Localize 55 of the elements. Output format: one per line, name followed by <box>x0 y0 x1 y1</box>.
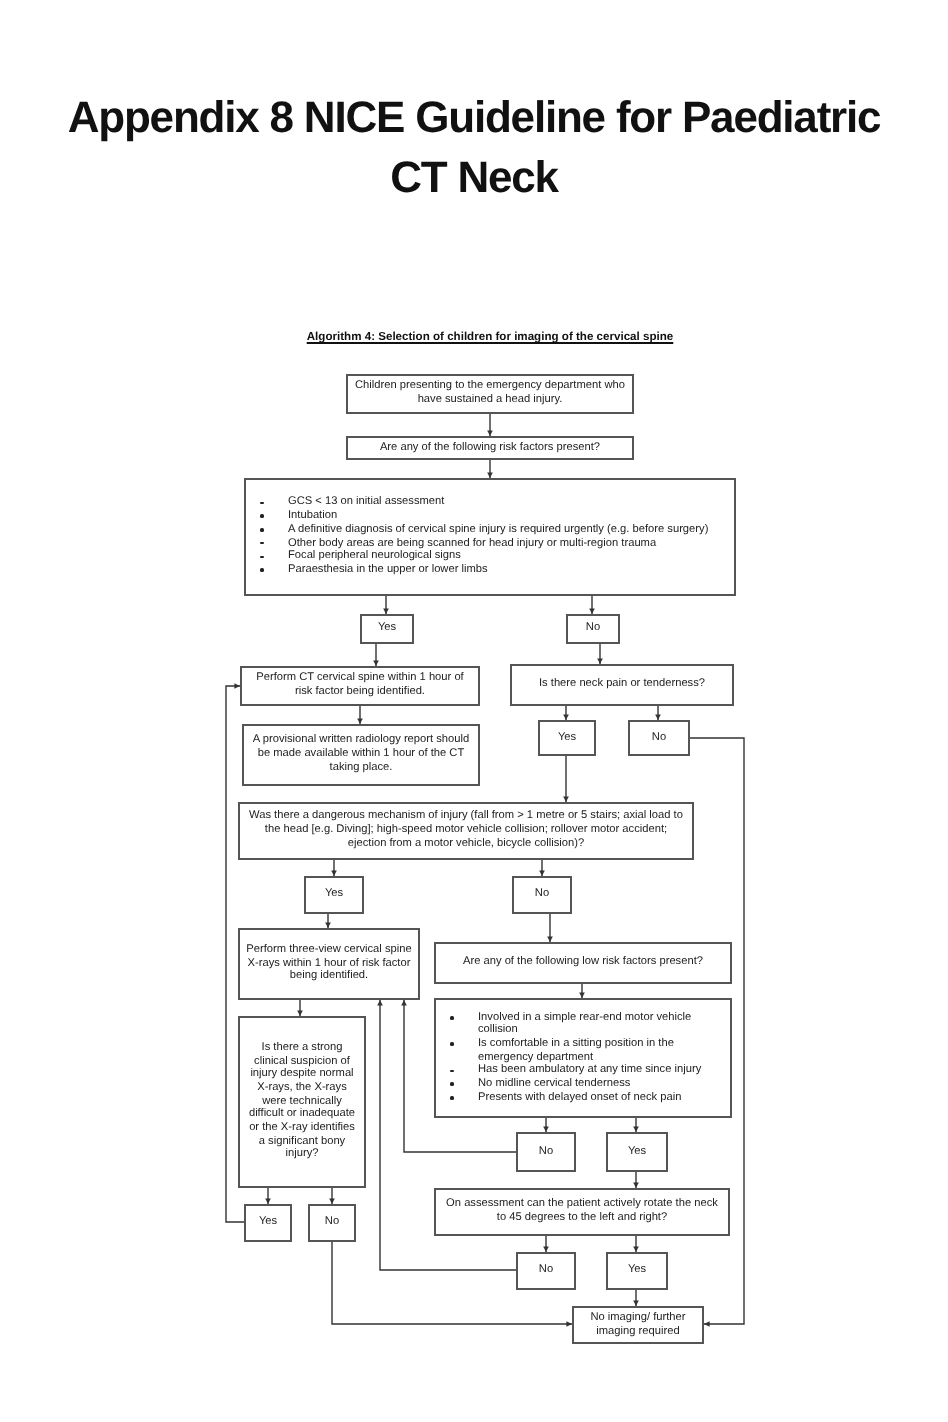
process-box <box>628 720 690 756</box>
process-box <box>510 664 734 706</box>
process-box <box>538 720 596 756</box>
process-box <box>434 942 732 984</box>
arrow <box>543 1117 549 1133</box>
arrow <box>331 859 337 877</box>
process-box <box>434 1188 730 1236</box>
process-box <box>512 876 572 914</box>
arrow <box>329 1187 335 1205</box>
process-box <box>566 614 620 644</box>
arrow <box>383 595 389 615</box>
arrow <box>543 1235 549 1253</box>
process-box <box>606 1252 668 1290</box>
process-box <box>516 1132 576 1172</box>
arrow <box>633 1235 639 1253</box>
arrow <box>633 1289 639 1307</box>
arrow <box>589 595 595 615</box>
arrow <box>377 999 517 1271</box>
process-box <box>242 724 480 786</box>
arrow <box>563 755 569 803</box>
criteria-box <box>434 998 732 1118</box>
arrow <box>373 643 379 667</box>
arrow <box>401 999 517 1153</box>
process-box <box>304 876 364 914</box>
arrow <box>487 413 493 437</box>
process-box <box>238 928 420 1000</box>
process-box <box>238 1016 366 1188</box>
process-box <box>308 1204 356 1242</box>
arrow <box>487 459 493 479</box>
arrow <box>633 1117 639 1133</box>
arrow <box>655 705 661 721</box>
arrow <box>331 1241 573 1327</box>
process-box <box>606 1132 668 1172</box>
arrow <box>579 983 585 999</box>
process-box <box>238 802 694 860</box>
arrow <box>357 705 363 725</box>
process-box <box>346 436 634 460</box>
arrow <box>547 913 553 943</box>
process-box <box>516 1252 576 1290</box>
arrow <box>689 737 745 1327</box>
arrow <box>325 913 331 929</box>
arrow <box>563 705 569 721</box>
process-box <box>360 614 414 644</box>
arrow <box>633 1171 639 1189</box>
arrow <box>297 999 303 1017</box>
arrow <box>225 683 245 1223</box>
criteria-box <box>244 478 736 596</box>
arrow <box>265 1187 271 1205</box>
process-box <box>572 1306 704 1344</box>
process-box <box>346 374 634 414</box>
process-box <box>244 1204 292 1242</box>
arrow <box>539 859 545 877</box>
arrow <box>597 643 603 665</box>
process-box <box>240 666 480 706</box>
page-title: Appendix 8 NICE Guideline for Paediatric CT Neck <box>65 90 883 206</box>
